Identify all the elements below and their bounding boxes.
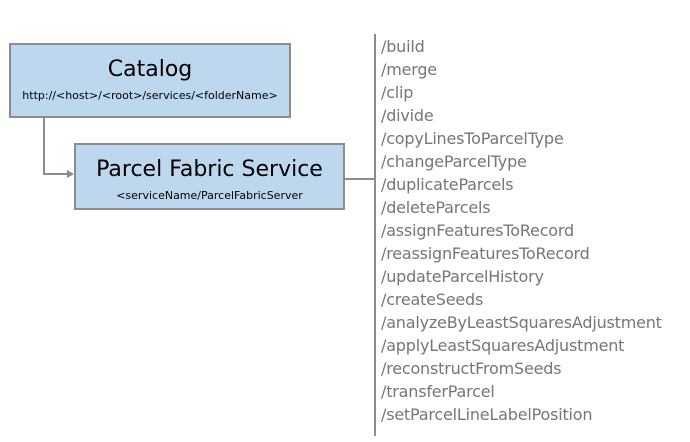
operation-item: /applyLeastSquaresAdjustment — [381, 336, 625, 355]
operation-item: /merge — [381, 60, 437, 79]
catalog-connector-horizontal — [43, 173, 68, 175]
operation-item: /reconstructFromSeeds — [381, 359, 562, 378]
service-path: <serviceName/ParcelFabricServer — [116, 189, 303, 202]
operations-list: /build /merge /clip /divide /copyLinesTo… — [381, 35, 662, 426]
service-to-operations-connector — [345, 178, 374, 180]
service-title: Parcel Fabric Service — [96, 157, 323, 182]
operation-item: /updateParcelHistory — [381, 267, 544, 286]
operation-item: /clip — [381, 83, 414, 102]
operation-item: /reassignFeaturesToRecord — [381, 244, 590, 263]
operation-item: /setParcelLineLabelPosition — [381, 405, 593, 424]
operations-bracket-line — [374, 34, 376, 436]
operation-item: /deleteParcels — [381, 198, 491, 217]
operation-item: /assignFeaturesToRecord — [381, 221, 574, 240]
operation-item: /analyzeByLeastSquaresAdjustment — [381, 313, 662, 332]
operation-item: /createSeeds — [381, 290, 484, 309]
connector-arrowhead — [67, 170, 74, 178]
catalog-node: Catalog http://<host>/<root>/services/<f… — [9, 43, 291, 118]
parcel-fabric-service-node: Parcel Fabric Service <serviceName/Parce… — [74, 143, 345, 210]
catalog-title: Catalog — [107, 57, 193, 82]
operation-item: /build — [381, 37, 425, 56]
operation-item: /changeParcelType — [381, 152, 527, 171]
operation-item: /divide — [381, 106, 434, 125]
operation-item: /copyLinesToParcelType — [381, 129, 564, 148]
operation-item: /duplicateParcels — [381, 175, 514, 194]
catalog-connector-vertical — [43, 118, 45, 174]
catalog-url: http://<host>/<root>/services/<folderNam… — [22, 89, 278, 102]
operation-item: /transferParcel — [381, 382, 495, 401]
